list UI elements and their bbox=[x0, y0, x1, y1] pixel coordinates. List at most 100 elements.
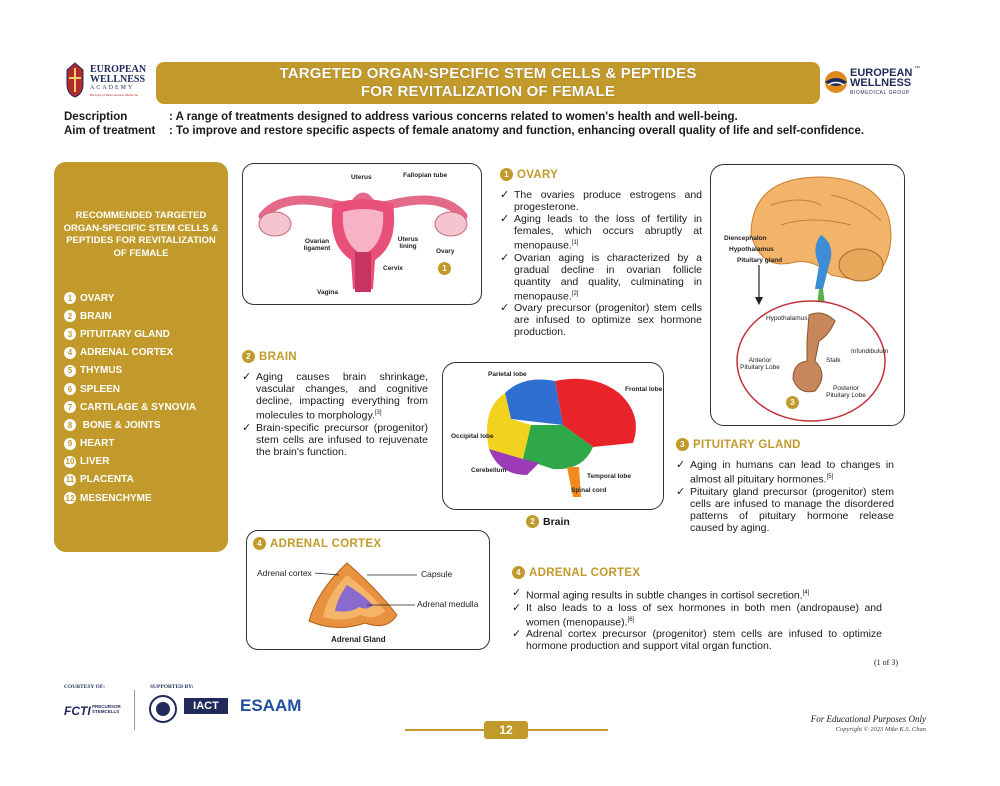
reference-marker: [5] bbox=[826, 474, 834, 480]
sidebar-item-label: BONE & JOINTS bbox=[80, 419, 161, 431]
sidebar-item-label: ADRENAL CORTEX bbox=[80, 347, 174, 359]
section-number-badge: 3 bbox=[676, 438, 689, 451]
bullet-point: The ovaries produce estrogens and proges… bbox=[500, 189, 702, 213]
sidebar-item-label: CARTILAGE & SYNOVIA bbox=[80, 401, 197, 413]
section-number-badge: 4 bbox=[512, 566, 525, 579]
label-frontal-lobe: Frontal lobe bbox=[625, 386, 663, 393]
label-uterus: Uterus bbox=[351, 174, 372, 181]
sidebar-item-label: OVARY bbox=[80, 292, 115, 304]
logo-text-line4: Biological Rejuvenation Medicine bbox=[90, 93, 139, 97]
bullet-point: Ovarian aging is characterized by a grad… bbox=[500, 252, 702, 303]
bullet-point: Pituitary gland precursor (progenitor) s… bbox=[676, 486, 894, 534]
bullet-text: Normal aging results in subtle changes i… bbox=[526, 589, 803, 602]
label-anterior-pituitary: Anterior Pituitary Lobe bbox=[740, 357, 780, 371]
aim-text: : To improve and restore specific aspect… bbox=[169, 125, 865, 137]
adrenal-points: Normal aging results in subtle changes i… bbox=[512, 587, 882, 652]
footer-divider bbox=[134, 690, 135, 730]
label-pituitary-gland: Pituitary gland bbox=[737, 257, 783, 264]
reference-marker: [4] bbox=[802, 590, 810, 596]
brain-heading: 2 BRAIN bbox=[242, 350, 428, 363]
figure-badge: 2 bbox=[526, 515, 539, 528]
footer-rule-right bbox=[518, 729, 608, 731]
section-number-badge: 2 bbox=[242, 350, 255, 363]
section-number-badge: 4 bbox=[253, 537, 266, 550]
bullet-text: Ovary precursor (progenitor) stem cells … bbox=[514, 302, 702, 338]
logo-text-line1: EUROPEAN bbox=[90, 64, 147, 75]
bullet-point: Normal aging results in subtle changes i… bbox=[512, 587, 882, 602]
bullet-text: Aging causes brain shrinkage, vascular c… bbox=[256, 371, 428, 422]
bullet-text: Ovarian aging is characterized by a grad… bbox=[514, 251, 702, 302]
reference-marker: [2] bbox=[571, 290, 579, 297]
bullet-text: Brain-specific precursor (progenitor) st… bbox=[256, 421, 428, 458]
right-logo-tm: ™ bbox=[914, 66, 920, 72]
brain-title: BRAIN bbox=[259, 350, 297, 363]
label-ovary: Ovary bbox=[436, 248, 455, 255]
number-badge: 10 bbox=[64, 455, 76, 468]
pituitary-points: Aging in humans can lead to changes in a… bbox=[676, 459, 894, 534]
bullet-text: Aging leads to the loss of fertility in … bbox=[514, 213, 702, 252]
label-posterior-pituitary: Posterior Pituitary Lobe bbox=[826, 385, 866, 399]
sidebar-item-label: PLACENTA bbox=[80, 474, 134, 486]
fcti-sub: PRECURSOR STEMCELLS bbox=[92, 704, 121, 714]
brain-figure-card: Parietal lobe Frontal lobe Occipital lob… bbox=[442, 362, 664, 510]
label-fallopian-tube: Fallopian tube bbox=[403, 172, 448, 179]
bullet-text: It also leads to a loss of sex hormones … bbox=[526, 601, 882, 628]
label-adrenal-gland: Adrenal Gland bbox=[331, 635, 386, 644]
label-adrenal-medulla: Adrenal medulla bbox=[417, 599, 479, 609]
bullet-text: Adrenal cortex precursor (progenitor) st… bbox=[526, 628, 882, 652]
brain-pituitary-illustration bbox=[736, 176, 892, 422]
brain-caption-text: Brain bbox=[543, 515, 570, 528]
brain-points: Aging causes brain shrinkage, vascular c… bbox=[242, 371, 428, 458]
number-badge: 5 bbox=[64, 364, 76, 377]
number-badge: 2 bbox=[64, 310, 76, 323]
label-uterus-lining: Uterus lining bbox=[397, 236, 419, 250]
page-title-bar: TARGETED ORGAN-SPECIFIC STEM CELLS & PEP… bbox=[156, 62, 820, 104]
esaam-logo: ESAAM bbox=[240, 696, 302, 715]
bullet-point: Aging leads to the loss of fertility in … bbox=[500, 213, 702, 252]
page-of-indicator: (1 of 3) bbox=[874, 658, 898, 667]
label-infundibulum: Infundibulum bbox=[851, 348, 889, 355]
page-number: 12 bbox=[484, 721, 528, 739]
figure-badge: 1 bbox=[438, 262, 451, 275]
bullet-point: Ovary precursor (progenitor) stem cells … bbox=[500, 302, 702, 338]
sidebar-item-label: MESENCHYME bbox=[80, 492, 152, 504]
description-label: Description bbox=[64, 111, 128, 123]
bullet-point: Brain-specific precursor (progenitor) st… bbox=[242, 422, 428, 458]
bullet-point: Aging in humans can lead to changes in a… bbox=[676, 459, 894, 486]
figure-badge: 3 bbox=[786, 396, 799, 409]
reference-marker: [3] bbox=[374, 410, 382, 416]
pituitary-figure-card: Diencephalon Hypothalamus Pituitary glan… bbox=[710, 164, 905, 426]
right-logo-line1: EUROPEAN bbox=[850, 67, 913, 79]
adrenal-gland-illustration bbox=[308, 562, 417, 628]
sidebar-item: 11 PLACENTA bbox=[64, 471, 196, 489]
page-title-line2: FOR REVITALIZATION OF FEMALE bbox=[360, 83, 616, 100]
label-capsule: Capsule bbox=[421, 569, 453, 579]
label-hypothalamus-detail: Hypothalamus bbox=[766, 315, 808, 322]
adrenal-figure-title: ADRENAL CORTEX bbox=[270, 537, 382, 550]
label-parietal-lobe: Parietal lobe bbox=[488, 371, 527, 378]
brain-section: 2 BRAIN Aging causes brain shrinkage, vas… bbox=[242, 350, 428, 458]
right-logo-sub: BIOMEDICAL GROUP bbox=[850, 90, 910, 96]
number-badge: 11 bbox=[64, 473, 76, 486]
number-badge: 1 bbox=[64, 292, 76, 305]
sidebar-item: 1 OVARY bbox=[64, 289, 196, 307]
label-occipital-lobe: Occipital lobe bbox=[451, 433, 494, 440]
sidebar-item-label: LIVER bbox=[80, 456, 110, 468]
european-wellness-biomedical-logo: EUROPEAN WELLNESS BIOMEDICAL GROUP ™ bbox=[824, 66, 942, 100]
number-badge: 4 bbox=[64, 346, 76, 359]
page-title-line1: TARGETED ORGAN-SPECIFIC STEM CELLS & PEP… bbox=[279, 65, 697, 82]
description-text: : A range of treatments designed to addr… bbox=[169, 111, 738, 123]
bullet-point: Adrenal cortex precursor (progenitor) st… bbox=[512, 628, 882, 652]
courtesy-label: COURTESY OF: bbox=[64, 684, 106, 690]
label-cerebellum: Cerebellum bbox=[471, 467, 507, 474]
aim-label: Aim of treatment bbox=[64, 125, 156, 137]
